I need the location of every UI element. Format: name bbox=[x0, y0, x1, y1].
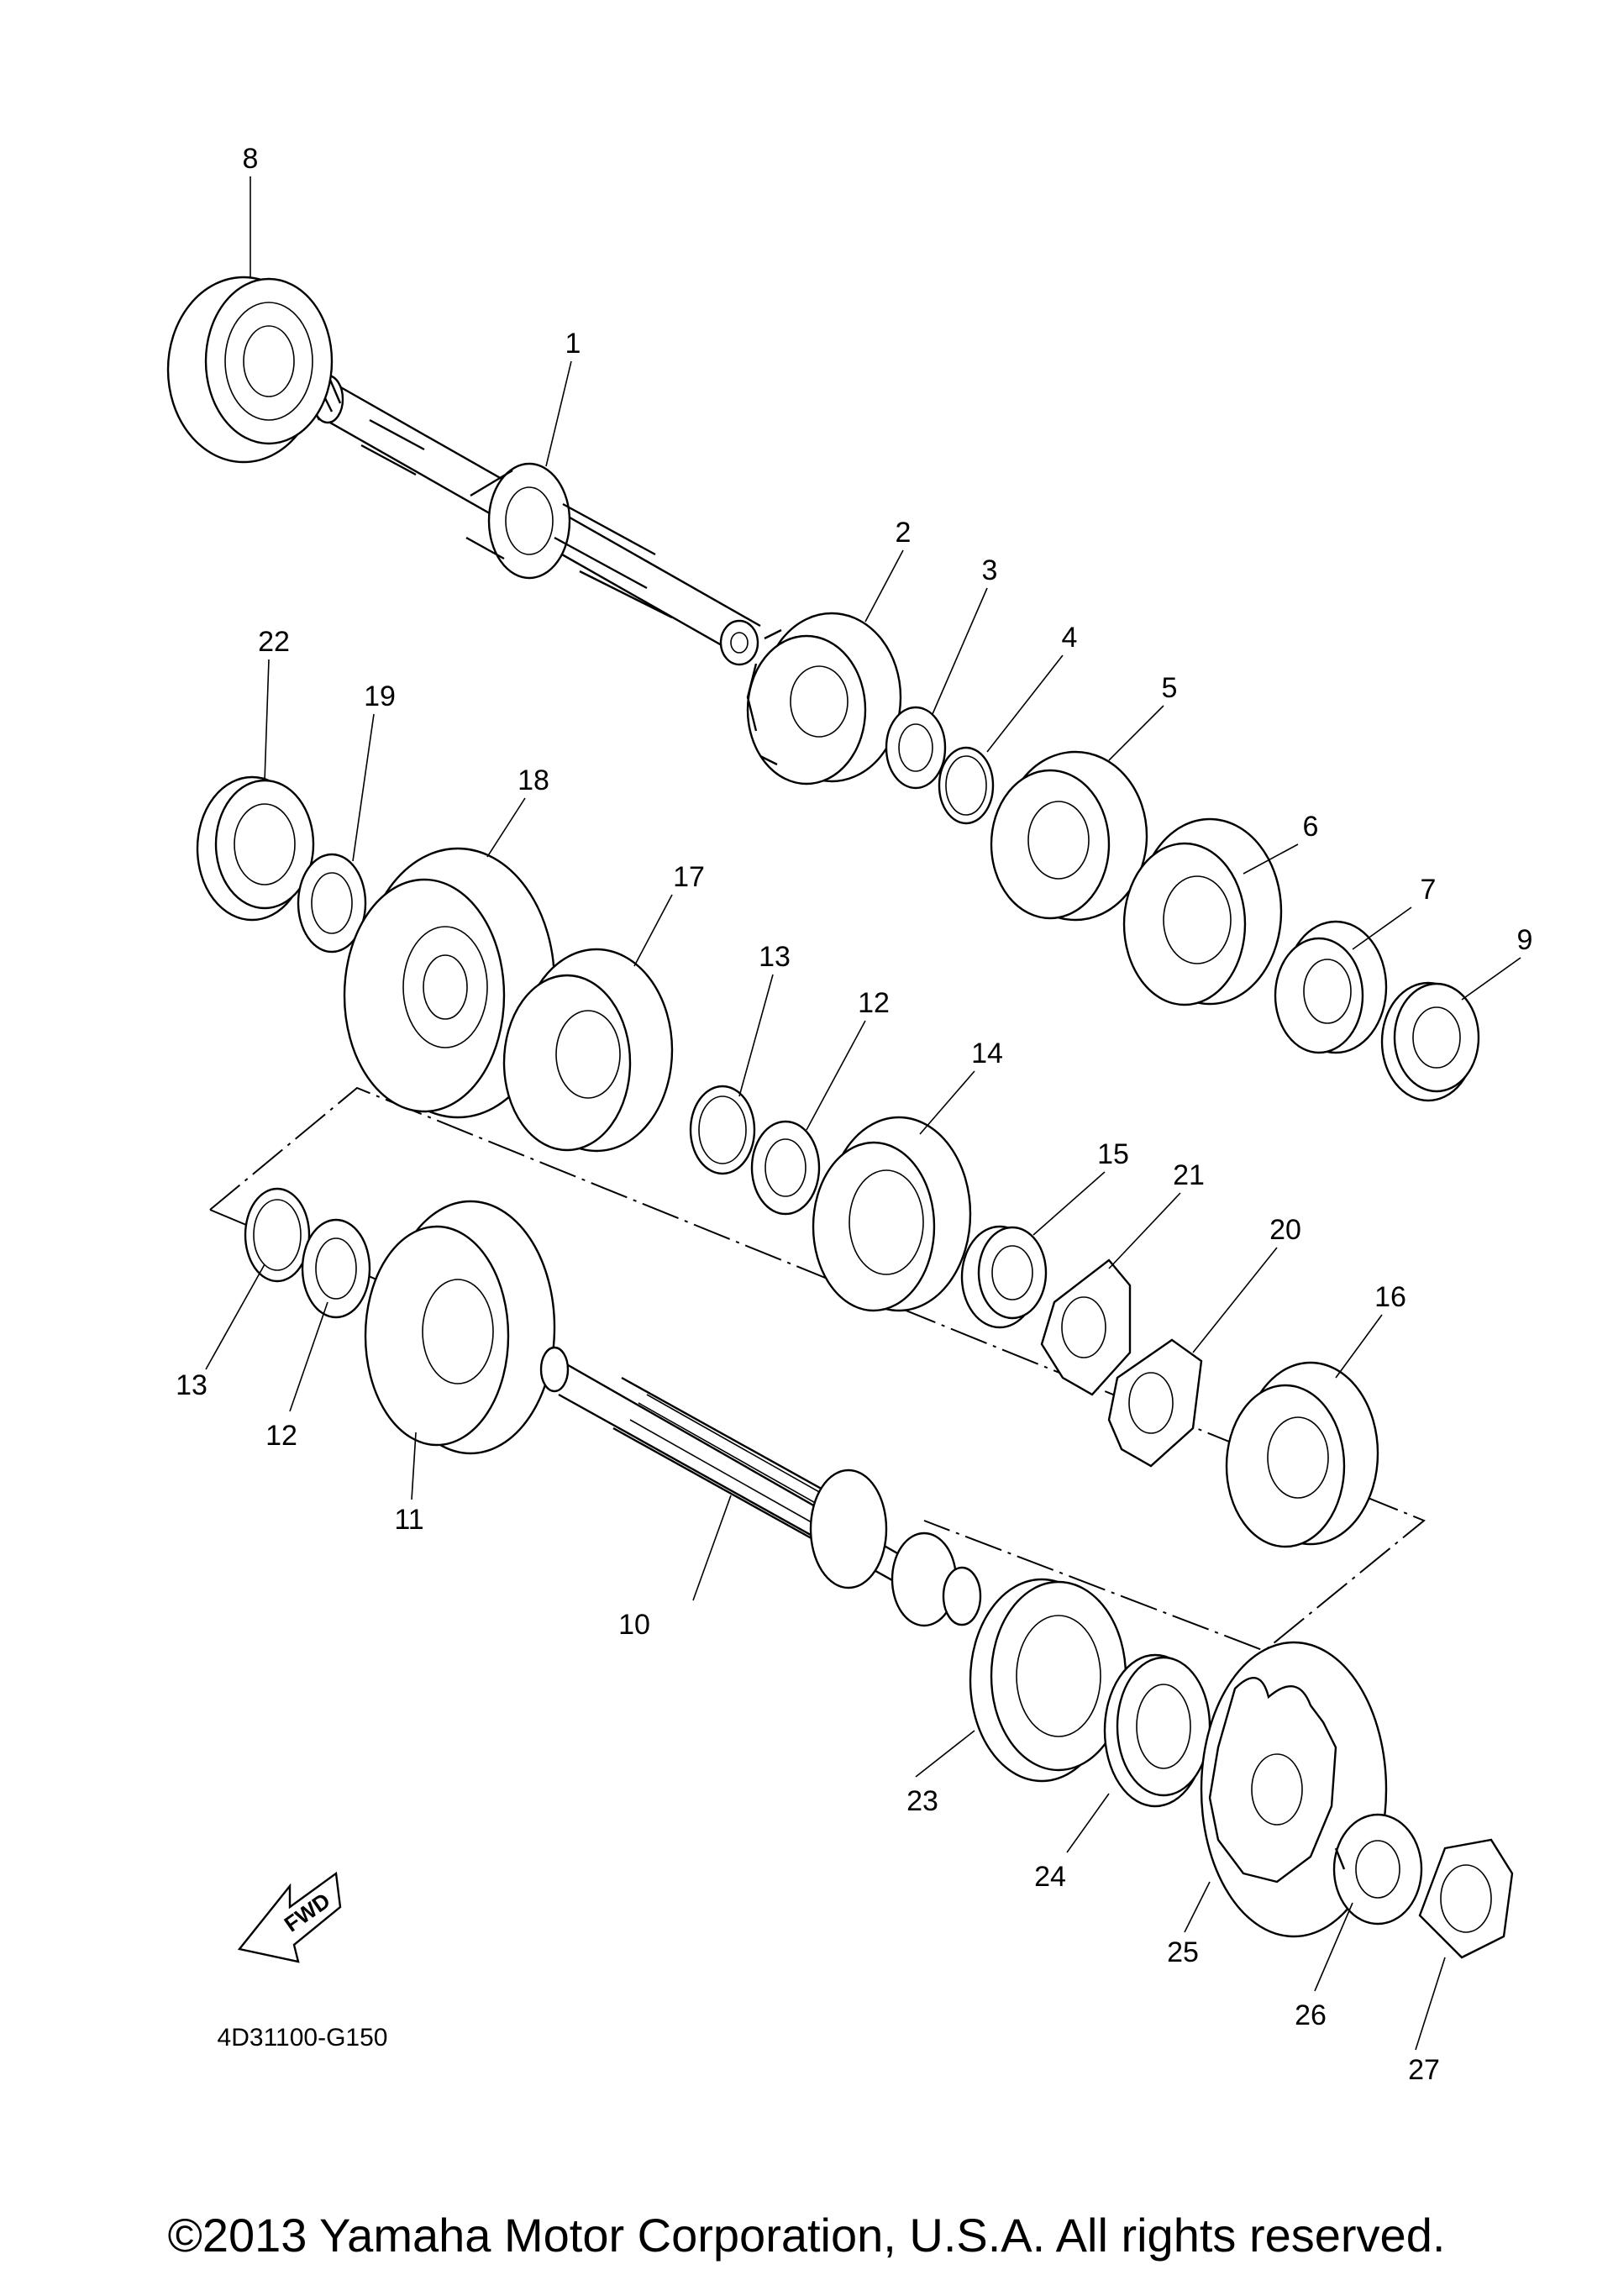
washer-3 bbox=[885, 706, 947, 790]
drive-axle bbox=[539, 1346, 982, 1627]
label-13-lower: 13 bbox=[176, 1369, 208, 1401]
label-13-upper: 13 bbox=[759, 941, 791, 973]
label-27: 27 bbox=[1408, 2054, 1440, 2086]
circlip-4 bbox=[938, 746, 995, 825]
gear-14 bbox=[812, 1116, 972, 1312]
label-1: 1 bbox=[565, 328, 581, 360]
label-3: 3 bbox=[982, 554, 998, 586]
label-21: 21 bbox=[1173, 1159, 1205, 1191]
label-12-upper: 12 bbox=[858, 987, 890, 1019]
label-7: 7 bbox=[1421, 874, 1437, 906]
washer-21 bbox=[1040, 1258, 1132, 1396]
label-20: 20 bbox=[1269, 1214, 1301, 1246]
label-23: 23 bbox=[906, 1785, 938, 1817]
label-22: 22 bbox=[258, 626, 290, 658]
diagram-code: 4D31100-G150 bbox=[218, 2024, 388, 2052]
label-9: 9 bbox=[1517, 924, 1533, 956]
gear-11 bbox=[364, 1200, 556, 1455]
label-6: 6 bbox=[1303, 811, 1319, 843]
washer-20 bbox=[1107, 1338, 1203, 1468]
bearing-23 bbox=[969, 1578, 1127, 1783]
washer-12-upper bbox=[750, 1120, 821, 1216]
label-24: 24 bbox=[1034, 1861, 1066, 1893]
label-18: 18 bbox=[518, 764, 549, 796]
label-11: 11 bbox=[394, 1504, 423, 1536]
group-enclosure-dashed bbox=[209, 1086, 1426, 1652]
gear-2 bbox=[746, 612, 902, 785]
bearing-22 bbox=[196, 775, 315, 922]
label-4: 4 bbox=[1062, 622, 1078, 654]
label-15: 15 bbox=[1097, 1138, 1129, 1170]
label-2: 2 bbox=[896, 517, 912, 549]
label-19: 19 bbox=[364, 680, 396, 712]
fwd-arrow-icon: FWD bbox=[237, 1871, 342, 1963]
gear-5 bbox=[990, 750, 1148, 922]
label-12-lower: 12 bbox=[265, 1420, 297, 1452]
label-25: 25 bbox=[1167, 1936, 1199, 1968]
part-labels: 8 1 2 3 4 5 22 19 18 6 7 17 9 13 12 14 1… bbox=[176, 143, 1532, 2086]
label-17: 17 bbox=[673, 861, 705, 893]
label-10: 10 bbox=[618, 1609, 650, 1641]
gear-6 bbox=[1122, 817, 1283, 1006]
label-8: 8 bbox=[243, 143, 259, 175]
main-axle bbox=[301, 373, 761, 666]
washer-19 bbox=[297, 853, 367, 954]
bearing-9 bbox=[1380, 981, 1480, 1102]
copyright-notice: ©2013 Yamaha Motor Corporation, U.S.A. A… bbox=[167, 2209, 1446, 2262]
label-16: 16 bbox=[1374, 1281, 1406, 1313]
bearing-15 bbox=[960, 1225, 1048, 1329]
gear-17 bbox=[502, 948, 674, 1153]
nut-27 bbox=[1418, 1838, 1514, 1959]
gear-16 bbox=[1225, 1361, 1379, 1548]
label-5: 5 bbox=[1162, 672, 1178, 704]
circlip-13-upper bbox=[689, 1085, 756, 1175]
leader-lines bbox=[205, 176, 1521, 2051]
lock-washer-26 bbox=[1332, 1813, 1423, 1926]
label-14: 14 bbox=[971, 1038, 1003, 1069]
washer-12-lower bbox=[301, 1218, 371, 1319]
label-26: 26 bbox=[1295, 1999, 1327, 2031]
circlip-13-lower bbox=[244, 1187, 311, 1283]
gear-7 bbox=[1274, 920, 1388, 1054]
oil-seal-24 bbox=[1103, 1653, 1211, 1808]
bearing-8 bbox=[166, 276, 334, 464]
